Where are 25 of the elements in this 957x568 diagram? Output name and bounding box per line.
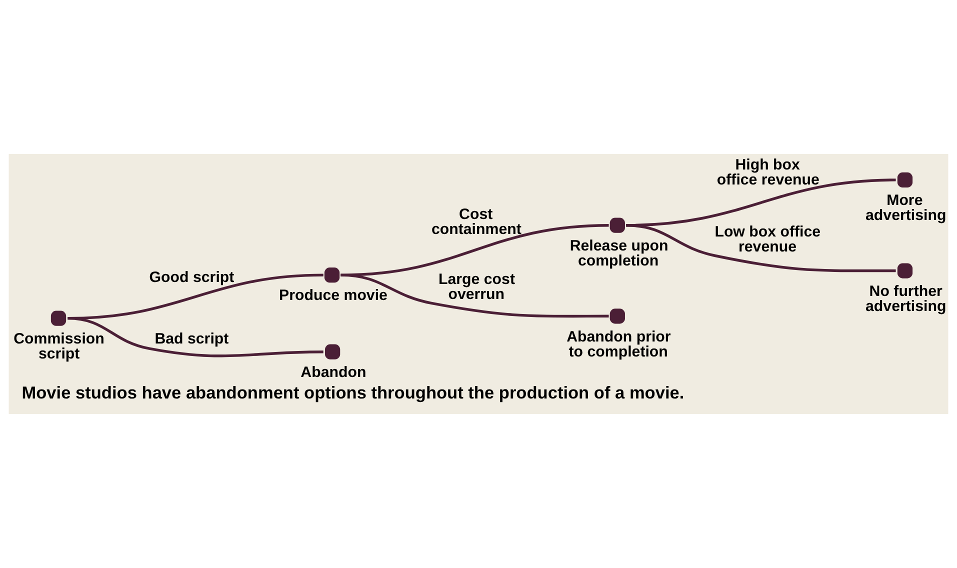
node-circle [610, 308, 625, 324]
node-circle [897, 172, 913, 188]
node-label: More advertising [866, 192, 946, 224]
node-label: Release upon completion [570, 237, 668, 270]
node-label: Abandon [300, 364, 366, 381]
node-circle [324, 268, 340, 283]
caption: Movie studios have abandonment options throughout the production of a movie. [22, 382, 684, 403]
connector [340, 274, 609, 318]
node-label: No further advertising [866, 282, 946, 315]
node-label: Produce movie [279, 287, 388, 304]
node-circle [324, 344, 340, 360]
connector [340, 224, 609, 276]
node-label: Commission script [14, 330, 104, 363]
node-circle [610, 218, 625, 233]
connector [626, 224, 896, 272]
edge-label: Low box office revenue [714, 223, 821, 256]
edge-label: Large cost overrun [438, 270, 515, 304]
node-circle [897, 263, 913, 278]
edge-label: Good script [149, 268, 234, 286]
edge-label: Cost containment [431, 206, 522, 238]
node-label: Abandon prior to completion [566, 328, 671, 360]
edge-label: High box office revenue [716, 156, 820, 188]
node-circle [50, 310, 66, 326]
connector [68, 316, 324, 358]
edge-label: Bad script [154, 330, 229, 348]
